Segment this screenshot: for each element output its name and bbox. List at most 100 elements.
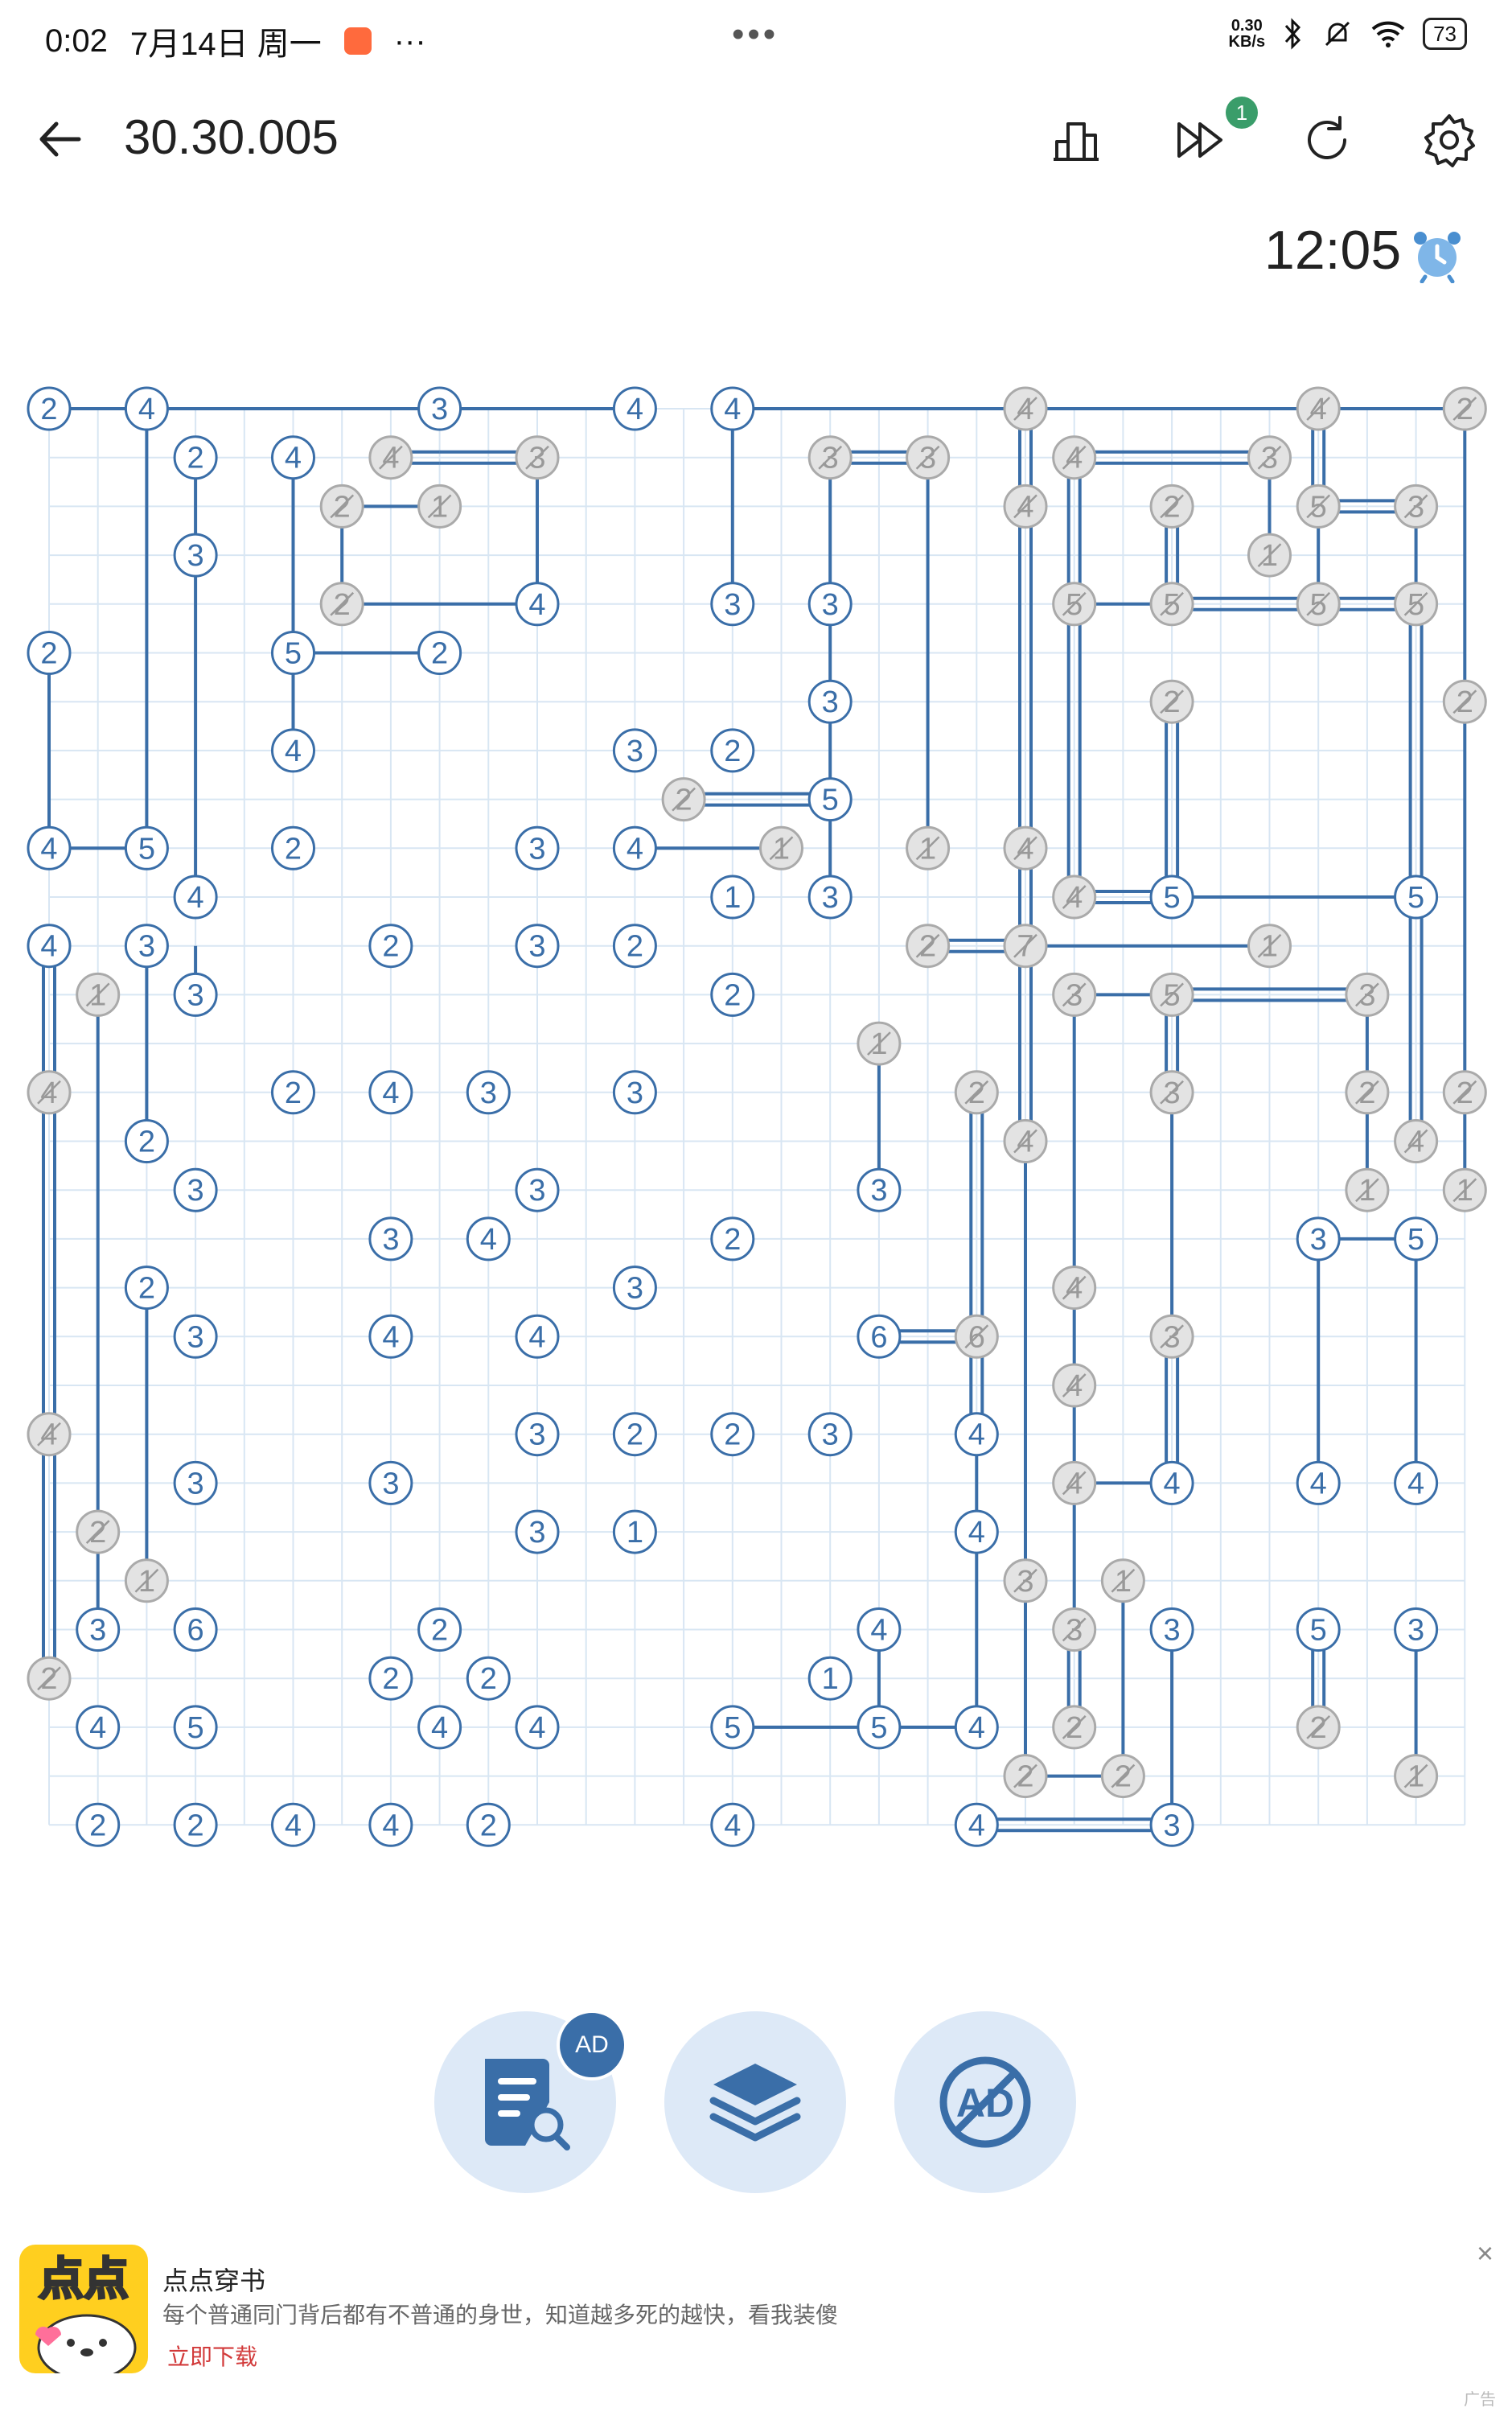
island[interactable]: 4 [1052, 1266, 1097, 1311]
ad-title[interactable]: 点点穿书 [162, 2266, 266, 2295]
island-circle[interactable] [1149, 1460, 1194, 1505]
island-circle[interactable] [612, 386, 657, 431]
island[interactable]: 2 [27, 631, 72, 675]
island[interactable]: 3 [124, 924, 169, 969]
island[interactable]: 3 [1149, 1802, 1194, 1847]
island[interactable]: 4 [1394, 1460, 1439, 1505]
island-circle[interactable] [1296, 1607, 1341, 1652]
island-circle[interactable] [466, 1216, 511, 1261]
island-circle[interactable] [466, 1070, 511, 1115]
island-circle[interactable] [1394, 1607, 1439, 1652]
island[interactable]: 5 [173, 1705, 218, 1750]
island[interactable]: 1 [857, 1021, 902, 1066]
island-circle[interactable] [27, 631, 72, 675]
island[interactable]: 3 [417, 386, 462, 431]
island-circle[interactable] [807, 1656, 853, 1701]
island-circle[interactable] [368, 924, 413, 969]
island-circle[interactable] [954, 1509, 999, 1554]
island[interactable]: 2 [612, 924, 657, 969]
island[interactable]: 4 [1296, 1460, 1341, 1505]
island[interactable]: 4 [368, 1070, 413, 1115]
island[interactable]: 4 [612, 386, 657, 431]
ad-description[interactable]: 每个普通同门背后都有不普通的身世，知道越多死的越快，看我装傻 [162, 2303, 839, 2327]
island-circle[interactable] [612, 924, 657, 969]
island-circle[interactable] [710, 582, 755, 627]
island[interactable]: 3 [173, 1314, 218, 1359]
island[interactable]: 4 [1003, 1119, 1048, 1163]
island[interactable]: 5 [710, 1705, 755, 1750]
island-circle[interactable] [954, 1802, 999, 1847]
island-circle[interactable] [271, 728, 315, 773]
island-circle[interactable] [1296, 1460, 1341, 1505]
island[interactable]: 5 [1149, 582, 1194, 627]
island[interactable]: 5 [1394, 1216, 1439, 1261]
island-circle[interactable] [807, 777, 853, 822]
island[interactable]: 3 [807, 582, 853, 627]
island[interactable]: 3 [173, 533, 218, 578]
island[interactable]: 1 [710, 875, 755, 920]
island[interactable]: 2 [1100, 1754, 1145, 1799]
island-circle[interactable] [710, 728, 755, 773]
island[interactable]: 2 [124, 1266, 169, 1311]
island[interactable]: 3 [1149, 1314, 1194, 1359]
island[interactable]: 4 [27, 825, 72, 870]
island[interactable]: 2 [173, 1802, 218, 1847]
island[interactable]: 3 [1394, 484, 1439, 529]
island-circle[interactable] [271, 1070, 315, 1115]
island[interactable]: 4 [1052, 1363, 1097, 1408]
leaderboard-icon[interactable] [1046, 109, 1107, 171]
island-circle[interactable] [1394, 875, 1439, 920]
island-circle[interactable] [76, 1607, 121, 1652]
hashi-board[interactable]: 2434444224433343214253312433555525232243… [0, 370, 1512, 1883]
island[interactable]: 2 [368, 924, 413, 969]
back-arrow-icon[interactable] [32, 111, 88, 167]
island[interactable]: 2 [417, 1607, 462, 1652]
island[interactable]: 2 [27, 386, 72, 431]
island-circle[interactable] [466, 1656, 511, 1701]
island[interactable]: 3 [368, 1460, 413, 1505]
island-circle[interactable] [368, 1802, 413, 1847]
island[interactable]: 4 [27, 924, 72, 969]
island[interactable]: 2 [1296, 1705, 1341, 1750]
island[interactable]: 5 [1149, 875, 1194, 920]
island[interactable]: 2 [1149, 679, 1194, 724]
island[interactable]: 4 [271, 1802, 315, 1847]
island[interactable]: 2 [271, 825, 315, 870]
island[interactable]: 4 [417, 1705, 462, 1750]
island[interactable]: 3 [807, 435, 853, 480]
island[interactable]: 4 [710, 386, 755, 431]
island-circle[interactable] [27, 825, 72, 870]
island[interactable]: 7 [1003, 924, 1048, 969]
island-circle[interactable] [124, 1266, 169, 1311]
island[interactable]: 5 [1149, 972, 1194, 1017]
island[interactable]: 3 [857, 1167, 902, 1212]
island[interactable]: 2 [954, 1070, 999, 1115]
island[interactable]: 4 [1296, 386, 1341, 431]
island[interactable]: 1 [759, 825, 803, 870]
island[interactable]: 4 [368, 435, 413, 480]
island-circle[interactable] [515, 825, 560, 870]
island[interactable]: 2 [1149, 484, 1194, 529]
island-circle[interactable] [515, 1705, 560, 1750]
island[interactable]: 4 [515, 1705, 560, 1750]
island[interactable]: 2 [1345, 1070, 1390, 1115]
island[interactable]: 4 [1052, 875, 1097, 920]
island[interactable]: 3 [710, 582, 755, 627]
island-circle[interactable] [173, 1705, 218, 1750]
island[interactable]: 1 [417, 484, 462, 529]
island-circle[interactable] [368, 1656, 413, 1701]
island[interactable]: 3 [1247, 435, 1292, 480]
island[interactable]: 2 [710, 1412, 755, 1457]
island[interactable]: 3 [612, 1266, 657, 1311]
island[interactable]: 2 [661, 777, 706, 822]
island[interactable]: 3 [612, 728, 657, 773]
island[interactable]: 4 [368, 1314, 413, 1359]
island[interactable]: 2 [466, 1656, 511, 1701]
island[interactable]: 3 [1296, 1216, 1341, 1261]
island[interactable]: 4 [954, 1802, 999, 1847]
island[interactable]: 3 [515, 924, 560, 969]
island-circle[interactable] [417, 631, 462, 675]
island[interactable]: 2 [124, 1119, 169, 1163]
island-circle[interactable] [173, 435, 218, 480]
island-circle[interactable] [173, 1802, 218, 1847]
